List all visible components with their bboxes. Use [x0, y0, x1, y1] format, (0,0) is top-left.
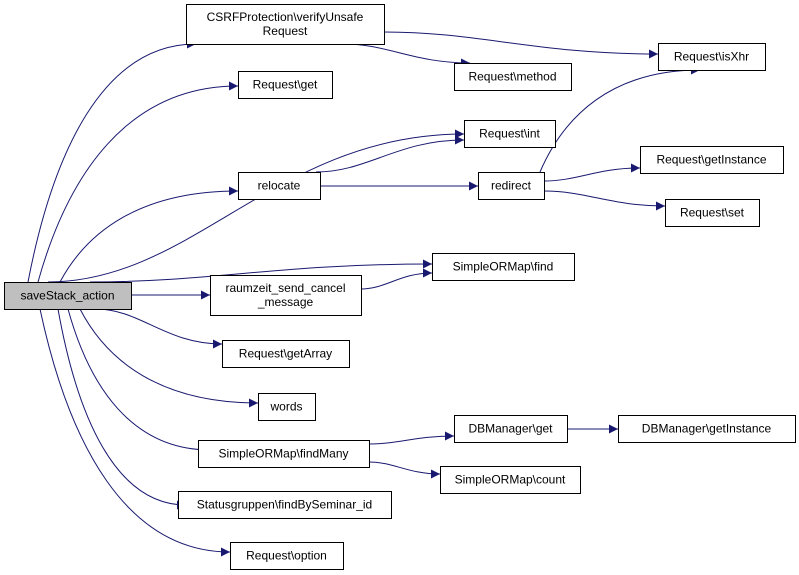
node-box [618, 415, 796, 443]
node-req_isXhr[interactable]: Request\isXhr [658, 43, 766, 71]
node-sorm_find[interactable]: SimpleORMap\find [432, 253, 575, 281]
edge-saveStack_action-to-req_option [39, 308, 231, 557]
node-req_method[interactable]: Request\method [454, 63, 572, 91]
node-box [198, 440, 370, 468]
node-box [230, 542, 344, 570]
edge-saveStack_action-to-req_get [37, 81, 239, 283]
node-label: Request\set [680, 206, 745, 220]
node-label: redirect [491, 179, 532, 193]
edge-saveStack_action-to-csrf_verify [27, 39, 197, 283]
node-label: raumzeit_send_cancel [225, 281, 345, 295]
node-db_getInstance[interactable]: DBManager\getInstance [618, 415, 796, 443]
edge-saveStack_action-to-sorm_findMany [67, 308, 211, 455]
node-db_get[interactable]: DBManager\get [454, 415, 568, 443]
edge-redirect-to-req_set [543, 190, 666, 211]
node-label: DBManager\get [468, 422, 553, 436]
node-box [640, 146, 784, 174]
nodes-layer: saveStack_action CSRFProtection\verifyUns… [4, 4, 796, 570]
node-box [222, 340, 350, 368]
node-box [210, 275, 362, 316]
node-box [454, 63, 572, 91]
node-label: Request [263, 24, 308, 38]
node-statusgruppen[interactable]: Statusgruppen\findBySeminar_id [178, 491, 392, 519]
edge-sorm_findMany-to-db_get [368, 431, 455, 445]
node-box [464, 120, 556, 148]
node-box [238, 172, 321, 200]
node-box [454, 415, 568, 443]
node-redirect[interactable]: redirect [478, 172, 545, 200]
edge-saveStack_action-to-relocate [59, 186, 239, 283]
node-sorm_count[interactable]: SimpleORMap\count [440, 466, 581, 494]
node-req_getInstance[interactable]: Request\getInstance [640, 146, 784, 174]
node-box [658, 43, 766, 71]
node-label: words [269, 400, 302, 414]
node-box [238, 71, 333, 99]
node-label: Request\getInstance [656, 153, 766, 167]
node-sorm_findMany[interactable]: SimpleORMap\findMany [198, 440, 370, 468]
edge-saveStack_action-to-words [79, 308, 259, 408]
node-label: CSRFProtection\verifyUnsafe [207, 10, 364, 24]
node-req_getArray[interactable]: Request\getArray [222, 340, 350, 368]
node-label: _message [257, 295, 314, 309]
node-label: Request\getArray [239, 347, 332, 361]
node-req_int[interactable]: Request\int [464, 120, 556, 148]
node-box [665, 199, 760, 227]
node-label: saveStack_action [20, 289, 114, 303]
node-label: SimpleORMap\findMany [218, 447, 348, 461]
node-label: Request\option [246, 549, 327, 563]
edges-layer [27, 31, 701, 557]
node-label: Request\int [479, 127, 540, 141]
edge-sorm_findMany-to-sorm_count [368, 461, 441, 479]
edge-saveStack_action-to-sorm_find [89, 259, 433, 283]
edge-redirect-to-req_getInstance [543, 163, 641, 182]
node-label: Request\get [253, 78, 318, 92]
node-req_set[interactable]: Request\set [665, 199, 760, 227]
node-label: Request\isXhr [674, 50, 749, 64]
node-relocate[interactable]: relocate [238, 172, 321, 200]
node-box [178, 491, 392, 519]
edge-saveStack_action-to-statusgruppen [57, 308, 187, 510]
node-words[interactable]: words [258, 393, 316, 421]
node-req_option[interactable]: Request\option [230, 542, 344, 570]
edge-raumzeit-to-sorm_find [360, 268, 433, 290]
node-box [478, 172, 545, 200]
node-label: DBManager\getInstance [642, 422, 772, 436]
edge-relocate-to-req_int [315, 135, 465, 173]
node-label: relocate [258, 179, 301, 193]
edge-redirect-to-req_isXhr [539, 65, 701, 173]
node-box [432, 253, 575, 281]
edge-saveStack_action-to-req_getArray [95, 308, 223, 349]
node-label: SimpleORMap\count [455, 473, 566, 487]
node-box [258, 393, 316, 421]
node-box [440, 466, 581, 494]
node-box [4, 282, 132, 310]
node-req_get[interactable]: Request\get [238, 71, 333, 99]
node-saveStack_action[interactable]: saveStack_action [4, 282, 132, 310]
node-box [186, 4, 385, 45]
node-label: Request\method [468, 70, 556, 84]
edge-csrf_verify-to-req_isXhr [383, 31, 659, 59]
node-raumzeit[interactable]: raumzeit_send_cancel_message [210, 275, 362, 316]
node-label: SimpleORMap\find [453, 260, 554, 274]
node-label: Statusgruppen\findBySeminar_id [197, 498, 372, 512]
edge-saveStack_action-to-req_int [47, 129, 465, 283]
edge-csrf_verify-to-req_method [343, 43, 471, 68]
